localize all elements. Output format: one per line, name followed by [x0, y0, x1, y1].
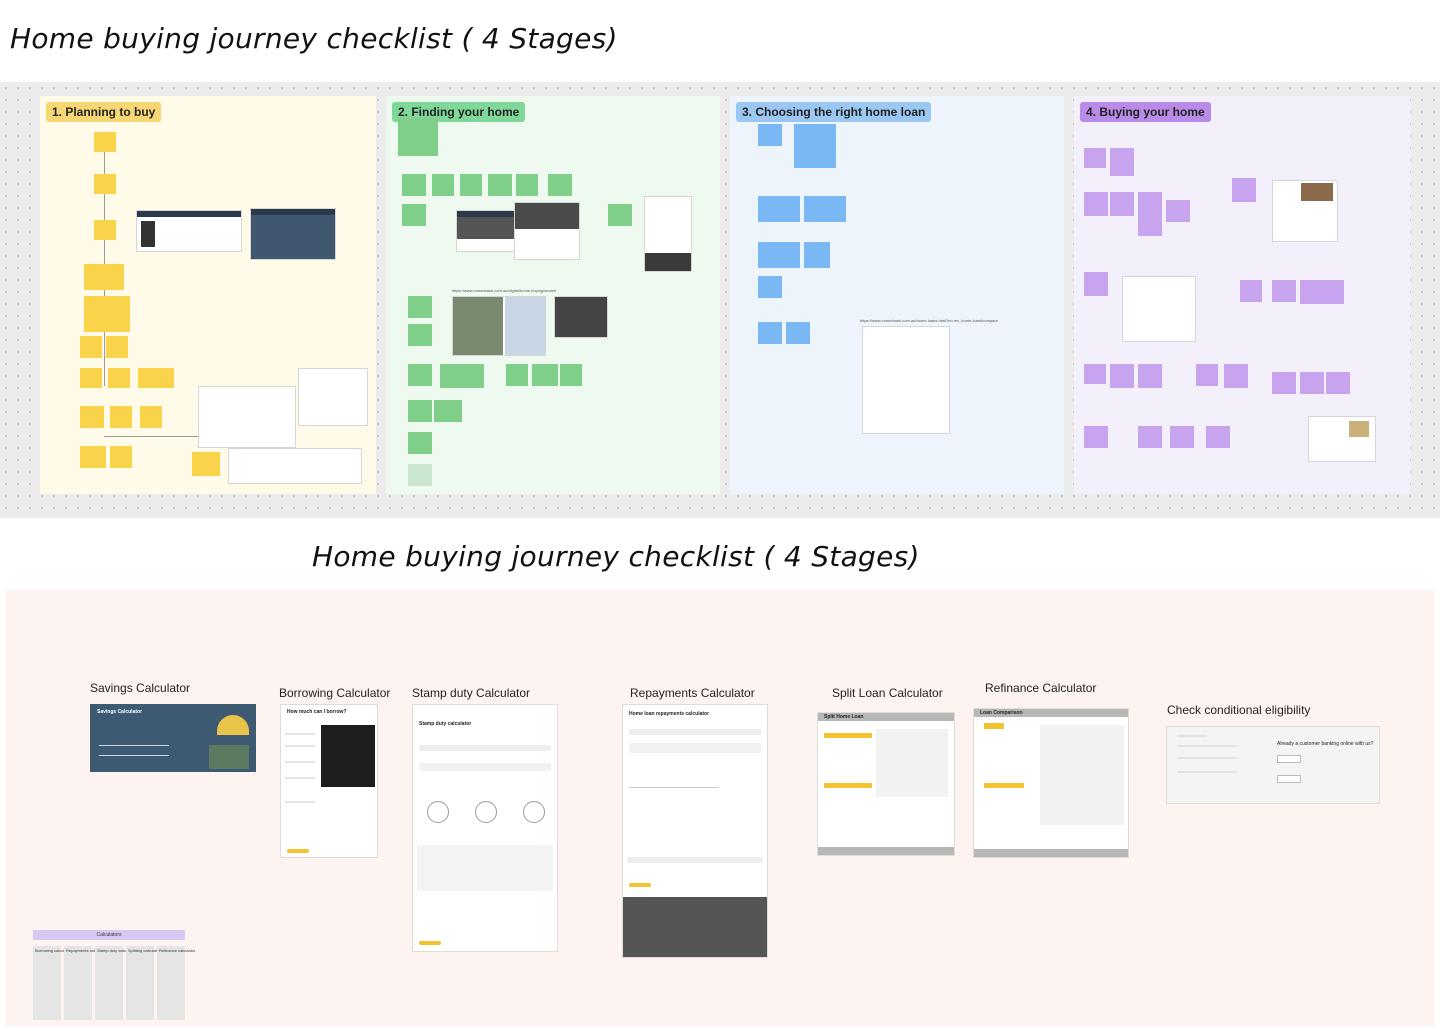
section-title: Home buying journey checklist ( 4 Stages… — [312, 540, 920, 573]
stamp-duty-calculator-label: Stamp duty Calculator — [412, 686, 531, 700]
stage-planning: 1. Planning to buy — [40, 96, 376, 494]
borrowing-calculator-preview: How much can I borrow? — [280, 704, 378, 858]
borrowing-calculator-label: Borrowing Calculator — [279, 686, 391, 700]
stage-label: 1. Planning to buy — [46, 102, 162, 122]
calculators-table: Calculators Borrowing calculator Repayme… — [33, 930, 195, 1022]
journey-board: 1. Planning to buy 2. Finding your home — [0, 82, 1440, 518]
split-loan-calculator-label: Split Loan Calculator — [832, 686, 943, 700]
stage-finding-home: 2. Finding your home https://www.commban… — [386, 96, 720, 494]
stage-label: 4. Buying your home — [1080, 102, 1211, 122]
stamp-duty-calculator-preview: Stamp duty calculator — [412, 704, 558, 952]
stage-label: 3. Choosing the right home loan — [736, 102, 932, 122]
loans-url: https://www.commbank.com.au/home-loans.h… — [860, 318, 998, 323]
savings-calculator-preview: Savings Calculator — [90, 704, 256, 772]
split-loan-calculator-preview: Split Home Loan — [817, 712, 955, 856]
stage-home-loan: 3. Choosing the right home loan https://… — [730, 96, 1064, 494]
eligibility-preview: Already a customer banking online with u… — [1166, 726, 1380, 804]
search-url: https://www.commbank.com.au/digital/home… — [452, 288, 557, 293]
refinance-calculator-preview: Loan Comparison — [973, 708, 1129, 858]
repayments-calculator-preview: Home loan repayments calculator — [622, 704, 768, 958]
stage-label: 2. Finding your home — [392, 102, 526, 122]
stage-buying-home: 4. Buying your home — [1074, 96, 1410, 494]
repayments-calculator-label: Repayments Calculator — [630, 686, 755, 700]
eligibility-label: Check conditional eligibility — [1167, 703, 1311, 717]
page-title: Home buying journey checklist ( 4 Stages… — [10, 22, 618, 55]
refinance-calculator-label: Refinance Calculator — [985, 681, 1097, 695]
savings-calculator-label: Savings Calculator — [90, 681, 191, 695]
table-title: Calculators — [33, 930, 185, 940]
